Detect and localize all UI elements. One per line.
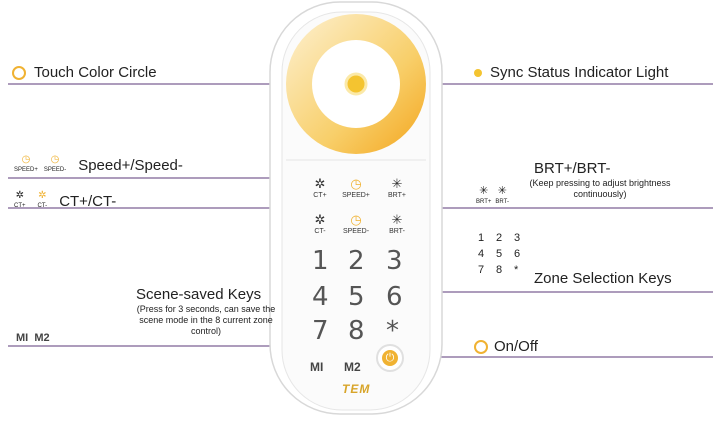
power-button[interactable]: ⏻ (376, 344, 404, 372)
zone-legend-grid: 1 2 3 4 5 6 7 8 * (478, 232, 521, 276)
zone-key-2[interactable]: 2 (348, 246, 365, 276)
zone-selection-label: Zone Selection Keys (534, 270, 672, 287)
m-keys-legend: MI M2 (16, 332, 50, 344)
brt-minus-icon: ✳BRT- (495, 185, 509, 206)
power-icon: ⏻ (382, 350, 398, 366)
speed-minus-key[interactable]: ◷ SPEED- (338, 212, 374, 235)
ct-minus-icon: ✲CT- (37, 190, 48, 209)
speed-plus-key[interactable]: ◷ SPEED+ (338, 176, 374, 199)
brt-legend-title: BRT+/BRT- (534, 160, 611, 177)
ct-plus-key[interactable]: ✲ CT+ (308, 176, 332, 199)
speed-legend: ◷SPEED+ ◷SPEED- Speed+/Speed- (14, 154, 183, 176)
sync-status-legend: Sync Status Indicator Light (474, 64, 668, 81)
sun-icon: ✳ (391, 176, 403, 191)
sun-icon: ✳ (391, 212, 403, 227)
ct-plus-icon: ✲CT+ (14, 190, 26, 209)
clock-icon: ◷ (350, 212, 362, 227)
touch-circle-legend: Touch Color Circle (12, 64, 157, 81)
sync-indicator-light (344, 72, 368, 96)
remote-body (269, 1, 443, 415)
brt-minus-key[interactable]: ✳ BRT- (384, 212, 410, 235)
brt-legend-icons: ✳BRT+ ✳BRT- (476, 186, 509, 208)
zone-key-6[interactable]: 6 (386, 282, 403, 312)
zone-key-7[interactable]: 7 (312, 316, 329, 346)
m2-key[interactable]: M2 (344, 360, 361, 374)
speed-plus-icon: ◷SPEED+ (14, 154, 38, 173)
bulb-icon: ✲ (314, 176, 326, 191)
remote-control: ✲ CT+ ◷ SPEED+ ✳ BRT+ ✲ CT- ◷ SPEED- ✳ B… (256, 0, 456, 420)
zone-key-1[interactable]: 1 (312, 246, 329, 276)
brt-plus-icon: ✳BRT+ (476, 185, 492, 206)
zone-key-8[interactable]: 8 (348, 316, 365, 346)
color-circle-icon (12, 65, 26, 80)
scene-legend-note: (Press for 3 seconds, can save the scene… (136, 304, 276, 336)
brt-legend-note: (Keep pressing to adjust brightness cont… (529, 178, 671, 199)
zone-key-5[interactable]: 5 (348, 282, 365, 312)
speed-minus-icon: ◷SPEED- (43, 154, 67, 173)
power-circle-icon (474, 339, 488, 354)
brt-plus-key[interactable]: ✳ BRT+ (384, 176, 410, 199)
ct-minus-key[interactable]: ✲ CT- (308, 212, 332, 235)
zone-key-all[interactable]: * (386, 316, 399, 346)
zone-key-3[interactable]: 3 (386, 246, 403, 276)
zone-key-4[interactable]: 4 (312, 282, 329, 312)
ct-legend: ✲CT+ ✲CT- CT+/CT- (14, 190, 116, 212)
bulb-icon: ✲ (314, 212, 326, 227)
indicator-dot-icon (474, 68, 482, 77)
on-off-legend: On/Off (474, 338, 538, 355)
clock-icon: ◷ (350, 176, 362, 191)
brand-logo: TEM (342, 382, 371, 396)
scene-legend-title: Scene-saved Keys (136, 286, 262, 303)
m1-key[interactable]: MI (310, 360, 324, 374)
